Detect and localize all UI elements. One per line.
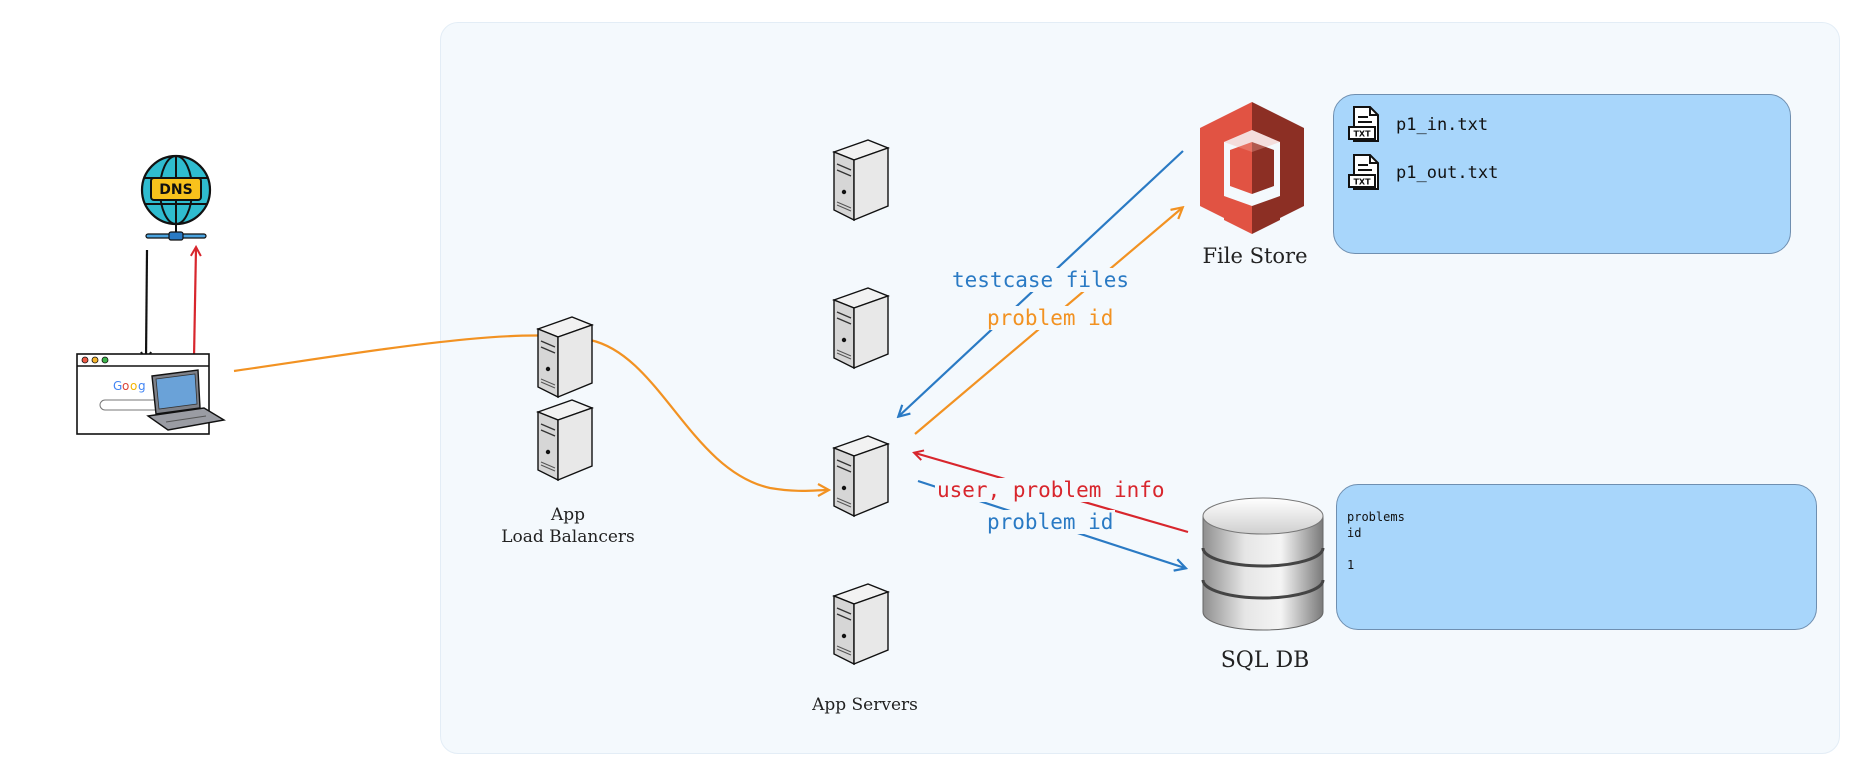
svg-text:o: o [122,379,129,393]
database-icon [1201,497,1325,631]
client-to-app-server-arrow [233,334,828,490]
problem-id-bottom-label: problem id [985,510,1116,534]
load-balancer-server-icon [536,399,594,482]
app-server-icon [832,139,890,222]
client-to-dns-arrow [194,248,196,359]
testcase-files-label: testcase files [950,268,1132,292]
svg-text:TXT: TXT [1353,178,1371,187]
app-server-icon [832,583,890,666]
user-problem-info-label: user, problem info [935,478,1167,502]
file-store-label: File Store [1202,244,1308,268]
txt-file-icon: TXT [1348,154,1379,190]
sql-db-panel: problems id 1 [1336,484,1817,630]
dns-to-client-arrow [146,249,147,360]
load-balancers-label: App Load Balancers [478,504,658,548]
svg-text:TXT: TXT [1353,130,1371,139]
svg-text:G: G [113,379,122,393]
table-column: id [1347,526,1362,540]
app-server-icon [832,287,890,370]
table-name: problems [1347,510,1405,524]
load-balancers-label-line2: Load Balancers [501,527,635,547]
txt-file-icon: TXT [1348,106,1379,142]
file-name: p1_in.txt [1396,115,1489,135]
file-store-bucket-icon [1200,102,1304,234]
problem-id-top-label: problem id [985,306,1116,330]
file-item: TXT p1_out.txt [1346,153,1498,193]
file-name: p1_out.txt [1396,163,1499,183]
load-balancer-server-icon [536,316,594,399]
client-browser-icon: G o o g [76,353,226,435]
sql-db-label: SQL DB [1220,648,1310,673]
app-servers-label: App Servers [812,695,918,715]
svg-text:g: g [138,379,146,393]
dns-label: DNS [159,182,192,198]
file-store-panel: TXT p1_in.txt TXT p1_out.txt [1333,94,1791,254]
table-value: 1 [1347,558,1355,572]
dns-globe-icon: DNS [140,154,212,241]
file-item: TXT p1_in.txt [1346,105,1488,145]
load-balancers-label-line1: App [550,505,586,525]
app-server-icon [832,435,890,518]
svg-text:o: o [130,379,137,393]
